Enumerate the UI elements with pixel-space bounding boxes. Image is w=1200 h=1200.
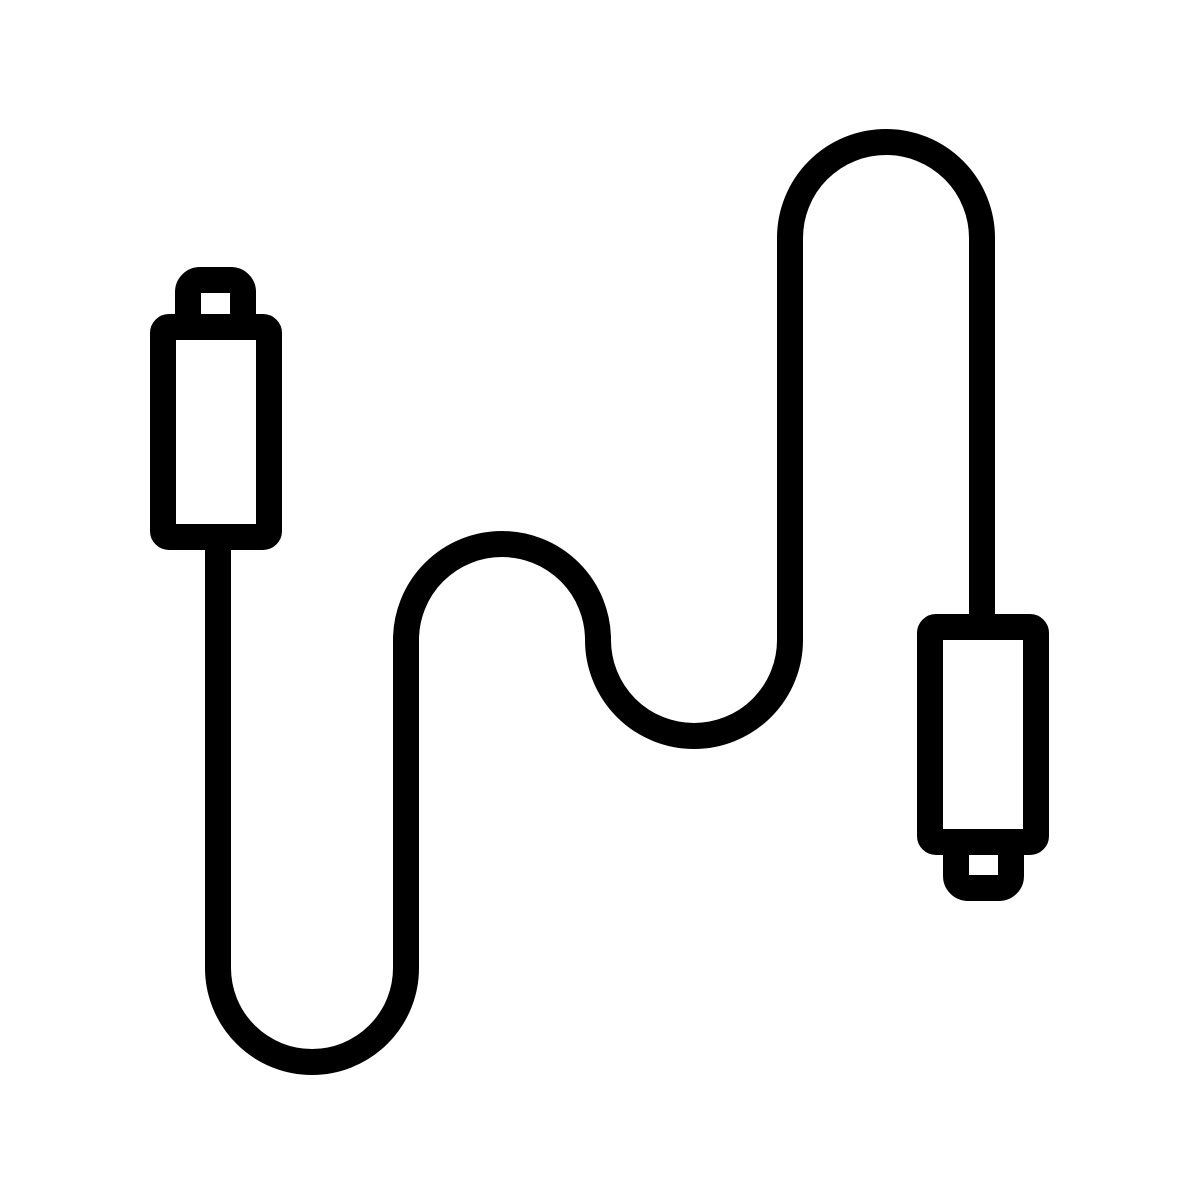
right-connector-tip [943,829,1024,901]
cable-wire [205,129,995,1075]
right-connector-body [917,614,1049,855]
left-connector-body [150,314,282,550]
